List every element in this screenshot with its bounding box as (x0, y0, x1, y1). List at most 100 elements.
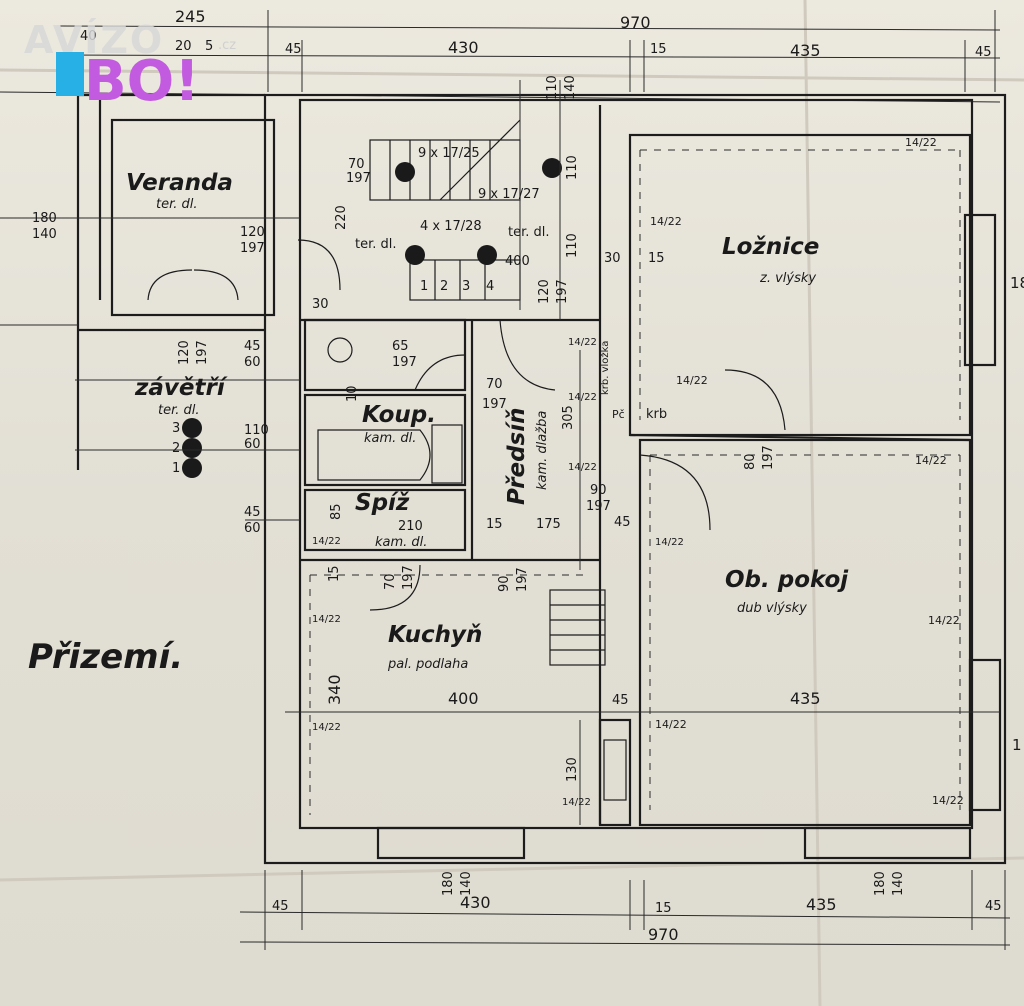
dim-top-a: 45 (285, 42, 302, 57)
room-loznice-floor: z. vlýsky (759, 271, 816, 286)
dim-label: 15 (486, 517, 503, 532)
dim-bottom-e: 45 (985, 899, 1002, 914)
room-koup-name: Koup. (362, 402, 436, 428)
stair-label: 400 (505, 254, 530, 269)
beam-label: 14/22 (676, 374, 708, 387)
dim-label: 30 (604, 251, 621, 266)
door-swings (147, 239, 786, 611)
dim-label: 60 (244, 521, 261, 536)
room-kuchyn-floor: pal. podlaha (387, 657, 468, 672)
stair-label: 9 x 17/25 (418, 146, 480, 161)
stair-step-number: 4 (486, 279, 494, 294)
dashed-lines (309, 149, 961, 815)
watermark-logo: AVÍZO .cz BO! (22, 18, 242, 110)
beam-label: 14/22 (655, 537, 684, 548)
dim-label: 140 (32, 227, 57, 242)
edge-label: 1 (1012, 736, 1022, 754)
watermark-badge-icon: BO! (56, 49, 200, 108)
dim-label: 140 (563, 75, 578, 100)
dim-label: 15 (327, 565, 342, 582)
dim-label: 210 (398, 519, 423, 534)
room-predsin-name: Předsíň (504, 407, 530, 505)
dim-label: 197 (392, 355, 417, 370)
room-zavetri-floor: ter. dl. (158, 403, 200, 418)
stair-step-number: 3 (462, 279, 470, 294)
dim-label: 197 (240, 241, 265, 256)
dim-label: 305 (561, 405, 576, 430)
dim-label: 45 (244, 339, 261, 354)
dim-label: 110 (565, 155, 580, 180)
beam-label: 14/22 (568, 462, 597, 473)
beam-label: 14/22 (562, 797, 591, 808)
dim-label: 180 (441, 871, 456, 896)
watermark-text: AVÍZO (24, 18, 165, 62)
dim-label: 80 (743, 453, 758, 470)
stair-step-number: 2 (440, 279, 448, 294)
dim-label: 340 (325, 674, 344, 705)
dim-label: 180 (873, 871, 888, 896)
floor-label: ter. dl. (508, 225, 550, 240)
sheet-title: Přizemí. (28, 637, 183, 677)
fireplace-insert-label: krb. vložka (599, 341, 611, 395)
dim-bottom-a: 45 (272, 899, 289, 914)
room-koup-floor: kam. dl. (364, 431, 416, 446)
dim-label: 180 (32, 211, 57, 226)
dim-top-c: 15 (650, 42, 667, 57)
fireplace-label: krb (646, 407, 667, 422)
beam-label: 14/22 (312, 614, 341, 625)
dim-label: 120 (240, 225, 265, 240)
beam-label: 14/22 (312, 536, 341, 547)
dim-label: 130 (565, 757, 580, 782)
dim-label: 70 (348, 157, 365, 172)
dim-bottom-c: 15 (655, 901, 672, 916)
dim-label: 45 (244, 505, 261, 520)
room-veranda-name: Veranda (126, 170, 233, 196)
dim-top-g: 20 (175, 39, 192, 54)
dim-label: 45 (614, 515, 631, 530)
room-spiz-name: Spíž (355, 490, 410, 516)
dim-label: 120 (537, 279, 552, 304)
dim-top-d: 435 (790, 41, 821, 60)
stove-label: Pč (612, 408, 625, 421)
dim-label: 85 (329, 503, 344, 520)
dim-label: 70 (383, 573, 398, 590)
watermark-suffix: .cz (218, 38, 237, 53)
dim-label: 197 (401, 565, 416, 590)
stair-step-number: 3 (172, 421, 180, 436)
room-obpokoj-floor: dub vlýsky (737, 601, 807, 616)
dim-label: 197 (515, 567, 530, 592)
stair-step-number: 2 (172, 441, 180, 456)
dim-label: 110 (565, 233, 580, 258)
dim-bottom-total: 970 (648, 925, 679, 944)
beam-label: 14/22 (655, 718, 687, 731)
dim-label: 60 (244, 437, 261, 452)
room-obpokoj-name: Ob. pokoj (725, 567, 849, 593)
beam-label: 14/22 (650, 215, 682, 228)
dim-label: 140 (891, 871, 906, 896)
stair-step-number: 1 (420, 279, 428, 294)
dim-label: 15 (648, 251, 665, 266)
bottom-dimension-chain (239, 870, 1011, 950)
room-predsin-floor: kam. dlažba (535, 411, 550, 490)
dim-label: 120 (177, 340, 192, 365)
beam-label: 14/22 (915, 454, 947, 467)
dim-top-h: 5 (205, 39, 213, 54)
dim-label: 10 (345, 385, 360, 402)
stair-label: 9 x 17/27 (478, 187, 540, 202)
stair-label: 4 x 17/28 (420, 219, 482, 234)
dim-label: 60 (244, 355, 261, 370)
dim-label: 197 (482, 397, 507, 412)
dim-bottom-b: 430 (460, 893, 491, 912)
room-kuchyn-name: Kuchyň (388, 622, 482, 648)
dim-label: 197 (195, 340, 210, 365)
stair-step-number: 1 (172, 461, 180, 476)
dim-top-left: 245 (175, 7, 206, 26)
dim-label: 70 (486, 377, 503, 392)
room-veranda-floor: ter. dl. (156, 197, 198, 212)
beam-label: 14/22 (928, 614, 960, 627)
dim-label: 175 (536, 517, 561, 532)
dim-label: 197 (761, 445, 776, 470)
dim-label: 45 (612, 693, 629, 708)
